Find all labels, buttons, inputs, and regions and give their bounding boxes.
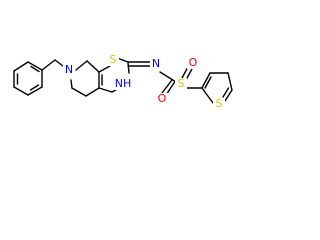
benzyl-linker: [41, 59, 64, 71]
piperidine-ring: [70, 60, 100, 97]
atom-s-thiophene: S: [216, 97, 223, 110]
atom-o-bottom: O: [158, 92, 167, 105]
structure-diagram: N S NH N S O O S: [13, 53, 233, 110]
benzene-ring: [13, 61, 43, 96]
thiophene-ring: [201, 72, 233, 104]
atom-n-piperidine: N: [65, 63, 73, 76]
atom-s-thiazole: S: [110, 53, 117, 66]
atom-nh-thiazole: NH: [115, 77, 132, 90]
atom-n-imine: N: [152, 57, 160, 70]
atom-o-top: O: [189, 56, 198, 69]
molecule-canvas: N S NH N S O O S: [13, 53, 233, 110]
atom-s-sulfonyl: S: [178, 77, 185, 90]
atom-labels: N S NH N S O O S: [63, 53, 225, 110]
imine-bond: [127, 61, 152, 67]
